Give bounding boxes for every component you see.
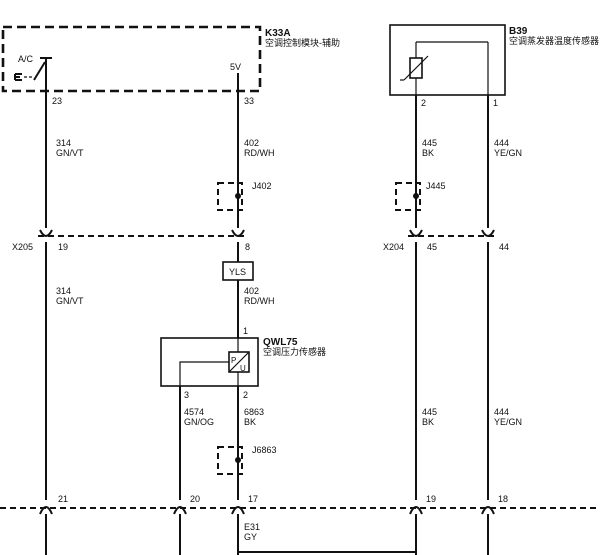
x205-19-terminal	[39, 229, 53, 237]
pin-x205-19: 19	[58, 242, 68, 252]
pin-qwl-3: 3	[184, 390, 189, 400]
w444b-color: YE/GN	[494, 417, 522, 427]
pin-x204-44: 44	[499, 242, 509, 252]
w314a-color: GN/VT	[56, 148, 84, 158]
x204-45-terminal	[409, 229, 423, 237]
b39-ref: B39	[509, 26, 528, 37]
w6863-circuit: 6863	[244, 407, 264, 417]
bot-18-terminal	[481, 506, 495, 515]
w314b-color: GN/VT	[56, 296, 84, 306]
w444a-color: YE/GN	[494, 148, 522, 158]
pin-b39-2: 2	[421, 98, 426, 108]
svg-text:U: U	[240, 364, 246, 373]
splice-j402-label: J402	[252, 181, 272, 191]
bot-17-terminal	[231, 506, 245, 515]
b39-name: 空调蒸发器温度传感器	[509, 35, 599, 46]
pin-bot-19: 19	[426, 494, 436, 504]
w402b-circuit: 402	[244, 286, 259, 296]
w4574-circuit: 4574	[184, 407, 204, 417]
w402a-circuit: 402	[244, 138, 259, 148]
bot-20-terminal	[173, 506, 187, 515]
w444a-circuit: 444	[494, 138, 509, 148]
x204-44-terminal	[481, 229, 495, 237]
splice-j6863-label: J6863	[252, 445, 277, 455]
pin-bot-18: 18	[498, 494, 508, 504]
w445a-circuit: 445	[422, 138, 437, 148]
pin-k33a-33: 33	[244, 96, 254, 106]
splice-j402-icon	[217, 182, 243, 211]
pin-bot-20: 20	[190, 494, 200, 504]
qwl75-ref: QWL75	[263, 337, 298, 348]
pin-x204-45: 45	[427, 242, 437, 252]
ac-switch-label: A/C	[18, 54, 34, 64]
x205-8-terminal	[231, 229, 245, 237]
w445b-circuit: 445	[422, 407, 437, 417]
w314a-circuit: 314	[56, 138, 71, 148]
e31-circuit: E31	[244, 522, 260, 532]
pin-qwl-1: 1	[243, 326, 248, 336]
splice-j6863-icon	[217, 446, 243, 475]
pin-bot-21: 21	[58, 494, 68, 504]
e31-color: GY	[244, 532, 257, 542]
ac-switch-icon	[14, 57, 52, 91]
bot-19-terminal	[409, 506, 423, 515]
x205-label: X205	[12, 242, 33, 252]
thermistor-icon	[400, 41, 489, 95]
k33a-name: 空调控制模块-辅助	[265, 37, 340, 48]
supply-5v-label: 5V	[230, 62, 241, 72]
w6863-color: BK	[244, 417, 256, 427]
yls-label: YLS	[229, 267, 246, 277]
w4574-color: GN/OG	[184, 417, 214, 427]
svg-text:P: P	[231, 356, 236, 365]
w444b-circuit: 444	[494, 407, 509, 417]
k33a-ref: K33A	[265, 28, 291, 39]
pressure-sensor-icon: P U	[179, 338, 250, 386]
w402a-color: RD/WH	[244, 148, 275, 158]
pin-x205-8: 8	[245, 242, 250, 252]
w445b-color: BK	[422, 417, 434, 427]
qwl75-name: 空调压力传感器	[263, 346, 326, 357]
bot-21-terminal	[39, 506, 53, 515]
pin-bot-17: 17	[248, 494, 258, 504]
splice-j445-icon	[395, 182, 421, 211]
pin-qwl-2: 2	[243, 390, 248, 400]
splice-j445-label: J445	[426, 181, 446, 191]
x204-label: X204	[383, 242, 404, 252]
k33a-module-box	[1, 25, 262, 93]
w402b-color: RD/WH	[244, 296, 275, 306]
pin-b39-1: 1	[493, 98, 498, 108]
pin-k33a-23: 23	[52, 96, 62, 106]
w445a-color: BK	[422, 148, 434, 158]
b39-module-box	[389, 24, 506, 96]
w314b-circuit: 314	[56, 286, 71, 296]
